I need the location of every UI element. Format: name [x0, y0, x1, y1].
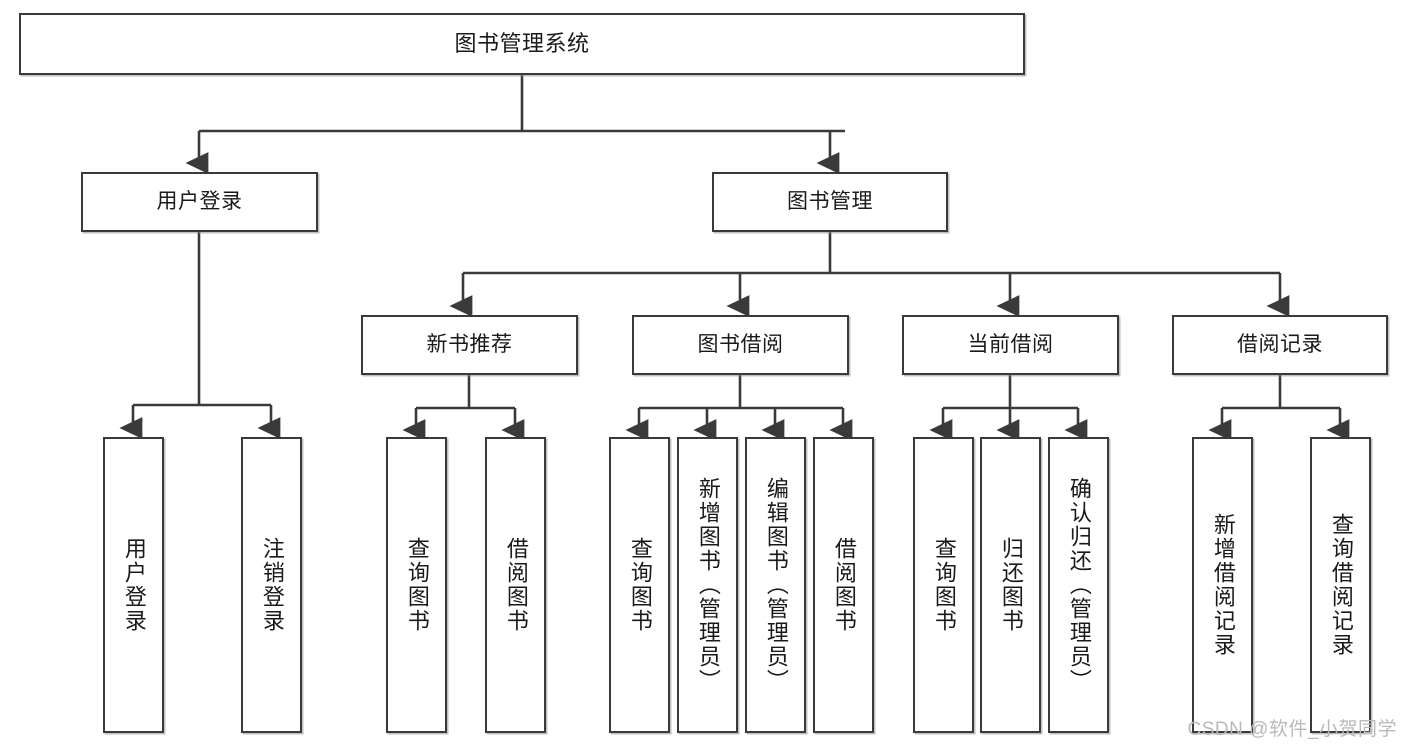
node-label: 用户登录: [156, 189, 243, 213]
node-label: 当前借阅: [967, 332, 1054, 356]
node-label: 注销登录: [259, 537, 285, 633]
leaf-current-confirm-return-admin[interactable]: 确认归还（管理员）: [1048, 437, 1109, 733]
node-book-borrow[interactable]: 图书借阅: [632, 315, 849, 375]
leaf-newbook-query-book[interactable]: 查询图书: [386, 437, 447, 733]
node-label: 查询图书: [404, 537, 430, 633]
node-label: 查询借阅记录: [1328, 513, 1354, 657]
node-borrow-record[interactable]: 借阅记录: [1172, 315, 1388, 375]
leaf-record-add-record[interactable]: 新增借阅记录: [1192, 437, 1253, 733]
node-label: 图书管理系统: [454, 31, 590, 57]
node-current-borrow[interactable]: 当前借阅: [902, 315, 1119, 375]
leaf-current-return-book[interactable]: 归还图书: [980, 437, 1041, 733]
leaf-borrow-query-book[interactable]: 查询图书: [609, 437, 670, 733]
node-label: 查询图书: [931, 537, 957, 633]
node-label: 新增图书（管理员）: [695, 477, 721, 693]
node-label: 归还图书: [998, 537, 1024, 633]
node-label: 新增借阅记录: [1210, 513, 1236, 657]
leaf-newbook-borrow-book[interactable]: 借阅图书: [485, 437, 546, 733]
node-book-management[interactable]: 图书管理: [712, 172, 948, 232]
leaf-borrow-add-book-admin[interactable]: 新增图书（管理员）: [677, 437, 738, 733]
node-label: 借阅图书: [503, 537, 529, 633]
node-root-system[interactable]: 图书管理系统: [19, 13, 1025, 75]
leaf-record-query-record[interactable]: 查询借阅记录: [1310, 437, 1371, 733]
node-label: 编辑图书（管理员）: [763, 477, 789, 693]
node-label: 确认归还（管理员）: [1066, 477, 1092, 693]
node-label: 图书管理: [787, 189, 873, 213]
node-user-login[interactable]: 用户登录: [81, 172, 318, 232]
node-label: 借阅图书: [831, 537, 857, 633]
node-new-book-recommend[interactable]: 新书推荐: [361, 315, 578, 375]
node-label: 借阅记录: [1237, 332, 1323, 356]
node-label: 查询图书: [627, 537, 653, 633]
leaf-borrow-borrow-book[interactable]: 借阅图书: [813, 437, 874, 733]
node-label: 新书推荐: [426, 332, 513, 356]
leaf-current-query-book[interactable]: 查询图书: [913, 437, 974, 733]
node-label: 用户登录: [121, 537, 147, 633]
watermark-text: CSDN @软件_小贺同学: [1187, 719, 1397, 740]
node-label: 图书借阅: [697, 332, 784, 356]
leaf-borrow-edit-book-admin[interactable]: 编辑图书（管理员）: [745, 437, 806, 733]
leaf-user-logout[interactable]: 注销登录: [241, 437, 302, 733]
leaf-user-login[interactable]: 用户登录: [103, 437, 164, 733]
